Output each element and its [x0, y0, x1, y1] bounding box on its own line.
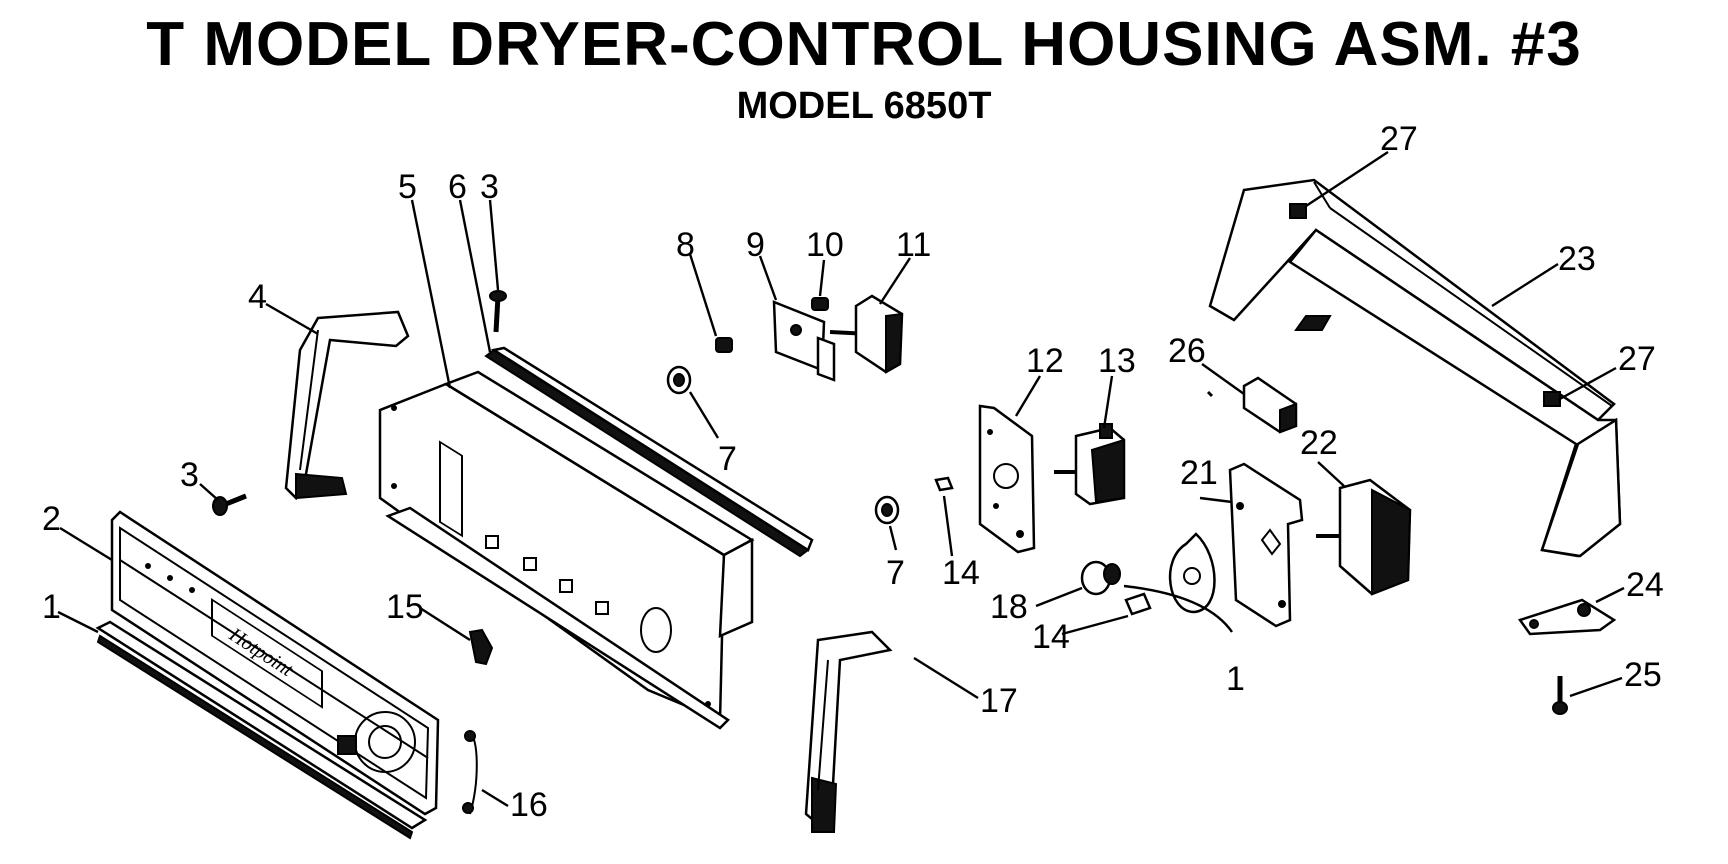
callout-27-right: 27: [1618, 340, 1656, 378]
part-25-screw: [1552, 676, 1568, 715]
callout-16: 16: [510, 786, 548, 824]
callout-27-top: 27: [1380, 120, 1418, 158]
callout-labels: 1 2 3 4 5 6 3 8 9 10 11 7 7 12 13 14 15 …: [42, 120, 1664, 824]
part-14-clip-upper: [934, 476, 954, 492]
part-8-nut: [715, 337, 733, 353]
callout-2: 2: [42, 500, 61, 538]
callout-8: 8: [676, 226, 695, 264]
callout-14-upper: 14: [942, 554, 980, 592]
callout-21: 21: [1180, 454, 1218, 492]
part-6-top-strip: [484, 346, 814, 558]
part-15-clip: [468, 628, 494, 666]
callout-7-upper: 7: [718, 440, 737, 478]
part-21-timer-plate: [1228, 462, 1304, 628]
callout-6: 6: [448, 168, 467, 206]
callout-23: 23: [1558, 240, 1596, 278]
part-22-timer-motor: [1316, 478, 1412, 596]
callout-1-left: 1: [42, 588, 61, 626]
callout-18: 18: [990, 588, 1028, 626]
callout-4: 4: [248, 278, 267, 316]
callout-10: 10: [806, 226, 844, 264]
callout-12: 12: [1026, 342, 1064, 380]
callout-15: 15: [386, 588, 424, 626]
part-27-clip-upper: [1289, 203, 1307, 219]
part-12-mounting-plate: [978, 404, 1036, 554]
part-2-control-panel: Hotpoint: [110, 510, 440, 816]
leader-lines: [57, 150, 1625, 808]
part-1-dial-cam: [1168, 532, 1216, 614]
callout-22: 22: [1300, 424, 1338, 462]
part-26-block: [1206, 376, 1298, 434]
part-1-trim-strip: [95, 620, 428, 840]
part-16-link: [462, 730, 478, 815]
part-3-screw-left: [212, 493, 247, 516]
callout-9: 9: [746, 226, 765, 264]
part-7-knob-lower: [874, 495, 900, 525]
callout-7-lower: 7: [886, 554, 905, 592]
callout-1-right: 1: [1226, 660, 1245, 698]
part-5-control-housing: [378, 370, 755, 730]
callout-13: 13: [1098, 342, 1136, 380]
part-24-bracket: [1517, 598, 1617, 636]
callout-3-top: 3: [480, 168, 499, 206]
callout-26: 26: [1168, 332, 1206, 370]
callout-24: 24: [1626, 566, 1664, 604]
part-23-backsplash: [1208, 178, 1622, 558]
callout-14-lower: 14: [1032, 618, 1070, 656]
diagram-title: T MODEL DRYER-CONTROL HOUSING ASM. #3: [146, 10, 1582, 79]
part-9-switch-bracket: [772, 300, 836, 382]
part-17-end-bracket: [804, 630, 893, 833]
callout-11: 11: [896, 226, 931, 264]
part-10-screw: [811, 297, 829, 311]
part-18-timer-knob: [1080, 560, 1121, 596]
callout-25: 25: [1624, 656, 1662, 694]
callout-17: 17: [980, 682, 1018, 720]
part-11-push-switch: [829, 294, 904, 374]
callout-3-left: 3: [180, 456, 199, 494]
part-4-end-bracket: [284, 310, 410, 501]
part-3-screw-top: [489, 290, 507, 333]
diagram-subtitle: MODEL 6850T: [736, 85, 992, 127]
part-13-selector-switch: [1054, 423, 1126, 506]
part-14-clip-lower: [1124, 592, 1152, 616]
callout-5: 5: [398, 168, 417, 206]
part-7-knob-upper: [666, 365, 692, 395]
